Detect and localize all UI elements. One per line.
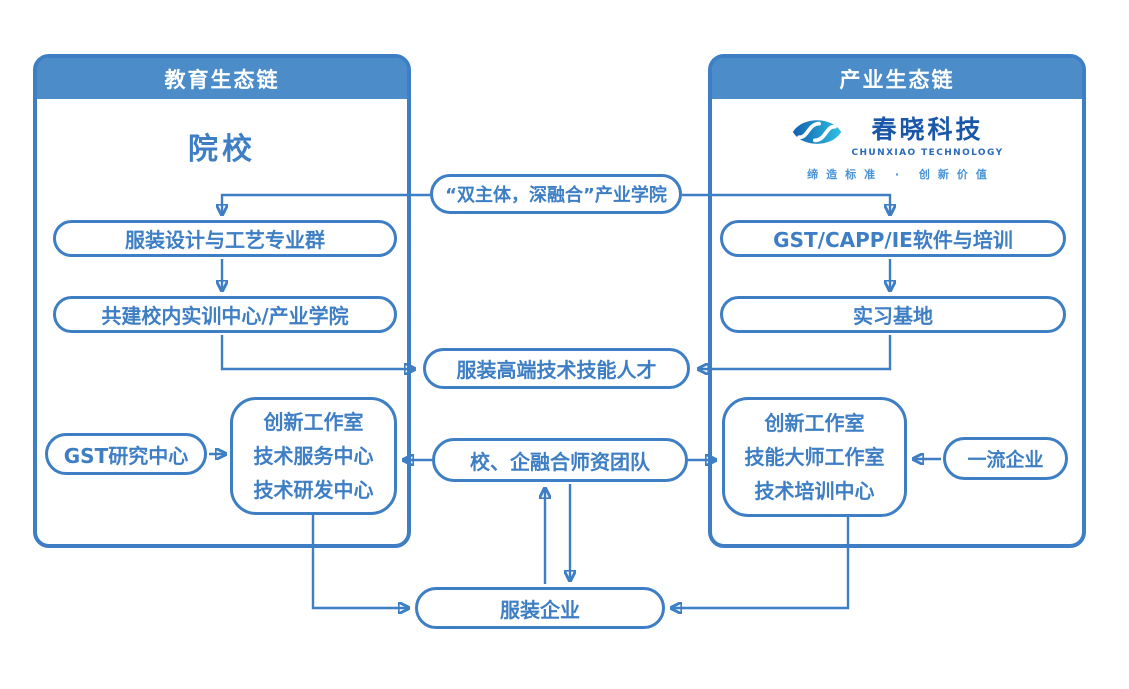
node-ind-centers-line1: 创新工作室 bbox=[764, 411, 865, 435]
logo-tagline: 缔造标准 · 创新价值 bbox=[807, 168, 995, 181]
node-talent: 服装高端技术技能人才 bbox=[423, 348, 690, 389]
node-ind-box1: GST/CAPP/IE软件与培训 bbox=[720, 220, 1066, 257]
node-industry-college: “双主体，深融合”产业学院 bbox=[430, 174, 682, 214]
node-ind-box2: 实习基地 bbox=[720, 296, 1066, 333]
education-chain-header: 教育生态链 bbox=[37, 58, 407, 99]
logo-name: 春晓科技 bbox=[871, 115, 984, 144]
node-edu-centers-line3: 技术研发中心 bbox=[253, 478, 374, 502]
logo-subtitle: CHUNXIAO TECHNOLOGY bbox=[851, 148, 1004, 158]
node-faculty-team: 校、企融合师资团队 bbox=[432, 438, 688, 482]
node-edu-box2: 共建校内实训中心/产业学院 bbox=[53, 296, 397, 333]
chunxiao-logo-icon bbox=[791, 111, 843, 157]
node-edu-centers-line1: 创新工作室 bbox=[263, 410, 364, 434]
node-edu-centers: 创新工作室 技术服务中心 技术研发中心 bbox=[230, 397, 397, 515]
node-edu-centers-line2: 技术服务中心 bbox=[253, 444, 374, 468]
node-first-class-enterprise: 一流企业 bbox=[943, 437, 1068, 480]
node-ind-centers-line3: 技术培训中心 bbox=[754, 479, 875, 503]
education-chain-title: 院校 bbox=[188, 132, 256, 167]
node-ind-centers-line2: 技能大师工作室 bbox=[744, 445, 885, 469]
node-gst-research-center: GST研究中心 bbox=[45, 433, 207, 475]
node-edu-box1: 服装设计与工艺专业群 bbox=[53, 220, 397, 257]
chunxiao-logo: 春晓科技 CHUNXIAO TECHNOLOGY 缔造标准 · 创新价值 bbox=[712, 110, 1082, 182]
node-garment-enterprise: 服装企业 bbox=[415, 587, 665, 629]
industry-chain-header: 产业生态链 bbox=[712, 58, 1082, 99]
node-ind-centers: 创新工作室 技能大师工作室 技术培训中心 bbox=[722, 397, 907, 517]
